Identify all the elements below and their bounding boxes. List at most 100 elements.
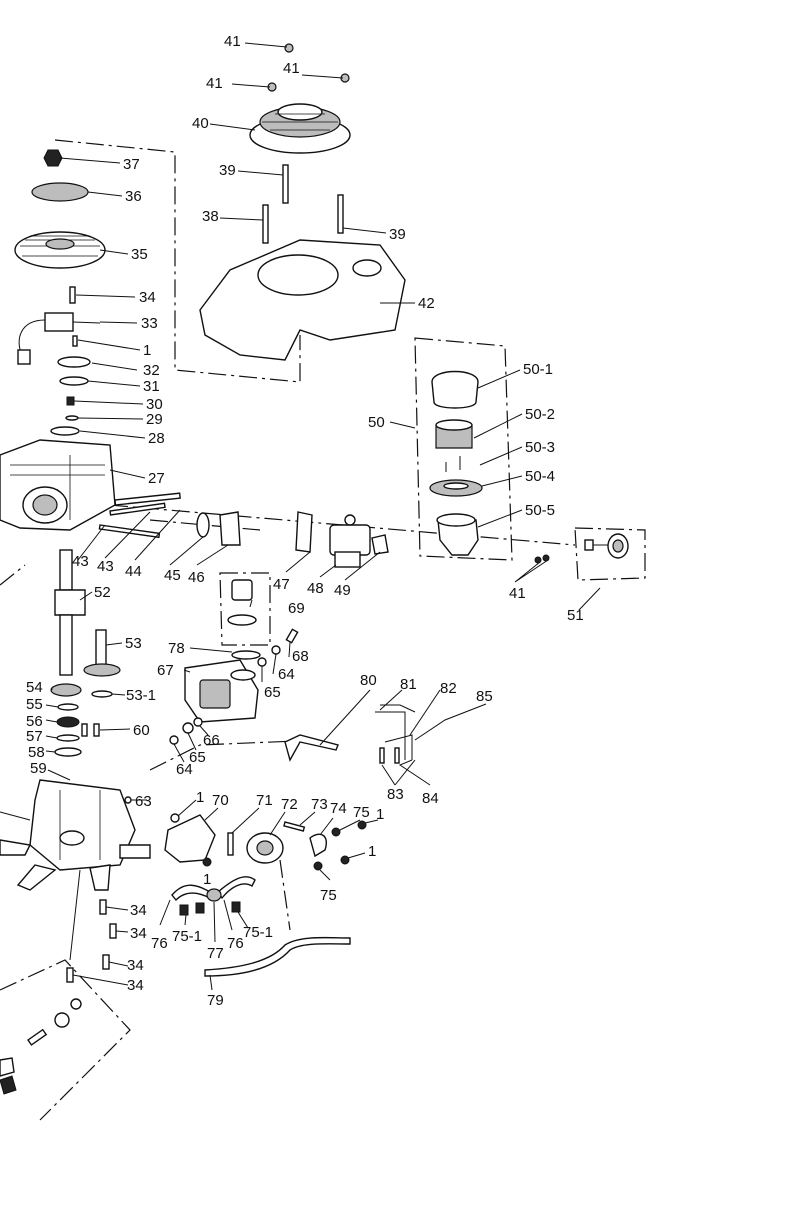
label-76: 76 bbox=[227, 935, 244, 952]
o-ring-29 bbox=[66, 416, 78, 420]
label-1: 1 bbox=[376, 806, 384, 823]
label-41: 41 bbox=[509, 585, 526, 602]
spring-bottom bbox=[0, 1058, 14, 1076]
bracket-70 bbox=[165, 815, 215, 862]
governor-plate-32 bbox=[58, 357, 90, 367]
label-49: 49 bbox=[334, 582, 351, 599]
label-1: 1 bbox=[143, 342, 151, 359]
label-48: 48 bbox=[307, 580, 324, 597]
label-33: 33 bbox=[141, 315, 158, 332]
washer-64-b bbox=[170, 736, 178, 744]
governor-lever-80 bbox=[285, 735, 338, 760]
label-67: 67 bbox=[157, 662, 174, 679]
spring-83 bbox=[380, 748, 384, 763]
nut-41-top bbox=[285, 44, 293, 52]
carburetor-48 bbox=[330, 515, 370, 567]
label-63: 63 bbox=[135, 793, 152, 810]
breather-51 bbox=[585, 534, 628, 558]
element-top-50-2 bbox=[436, 420, 472, 430]
label-42: 42 bbox=[418, 295, 435, 312]
label-55: 55 bbox=[26, 696, 43, 713]
label-40: 40 bbox=[192, 115, 209, 132]
label-68: 68 bbox=[292, 648, 309, 665]
leader-dash-79 bbox=[280, 860, 290, 930]
washer-53-1 bbox=[92, 691, 112, 697]
label-34: 34 bbox=[139, 289, 156, 306]
pin-bottom bbox=[28, 1030, 46, 1045]
pushrod-44 bbox=[115, 493, 180, 505]
label-50-5: 50-5 bbox=[525, 502, 555, 519]
cover-50-1 bbox=[432, 372, 478, 409]
label-50-4: 50-4 bbox=[525, 468, 555, 485]
dowel-60-b bbox=[94, 724, 99, 736]
spring-71 bbox=[228, 833, 233, 855]
label-58: 58 bbox=[28, 744, 45, 761]
label-64: 64 bbox=[278, 666, 295, 683]
leader-dash-left bbox=[0, 565, 25, 585]
label-41: 41 bbox=[224, 33, 241, 50]
label-50-2: 50-2 bbox=[525, 406, 555, 423]
label-1: 1 bbox=[203, 871, 211, 888]
label-77: 77 bbox=[207, 945, 224, 962]
recoil-starter-40 bbox=[250, 104, 350, 153]
label-53-1: 53-1 bbox=[126, 687, 156, 704]
label-51: 51 bbox=[567, 607, 584, 624]
label-29: 29 bbox=[146, 411, 163, 428]
label-1: 1 bbox=[368, 843, 376, 860]
clip-31 bbox=[60, 377, 88, 385]
label-82: 82 bbox=[440, 680, 457, 697]
washer-bottom-b bbox=[71, 999, 81, 1009]
label-34: 34 bbox=[130, 902, 147, 919]
label-47: 47 bbox=[273, 576, 290, 593]
label-45: 45 bbox=[164, 567, 181, 584]
blower-housing-42 bbox=[200, 240, 405, 360]
fuel-filter-77 bbox=[207, 889, 221, 901]
base-inner-50-4 bbox=[444, 483, 468, 489]
flywheel-35 bbox=[15, 232, 105, 268]
ignition-coil-33 bbox=[18, 313, 100, 364]
label-28: 28 bbox=[148, 430, 165, 447]
bolt-34-top bbox=[70, 287, 75, 303]
label-52: 52 bbox=[94, 584, 111, 601]
label-27: 27 bbox=[148, 470, 165, 487]
label-80: 80 bbox=[360, 672, 377, 689]
label-64: 64 bbox=[176, 761, 193, 778]
label-83: 83 bbox=[387, 786, 404, 803]
label-75-1: 75-1 bbox=[172, 928, 202, 945]
spring-30 bbox=[67, 397, 74, 405]
clamp-75-1-b bbox=[196, 903, 204, 913]
label-79: 79 bbox=[207, 992, 224, 1009]
fuel-tank-67 bbox=[185, 660, 258, 722]
label-85: 85 bbox=[476, 688, 493, 705]
bearing-54 bbox=[51, 684, 81, 696]
studs-50-3 bbox=[446, 456, 460, 472]
hose-74 bbox=[310, 834, 326, 856]
gear-bottom bbox=[0, 1076, 16, 1094]
label-59: 59 bbox=[30, 760, 47, 777]
spring-84 bbox=[395, 748, 399, 763]
washer-64-a bbox=[272, 646, 280, 654]
bolt-68 bbox=[286, 629, 297, 642]
label-84: 84 bbox=[422, 790, 439, 807]
group-outline-bottom bbox=[0, 960, 130, 1120]
insulator-46 bbox=[220, 512, 240, 545]
pushrod-43-a bbox=[99, 525, 159, 537]
starter-cup-36 bbox=[32, 183, 88, 201]
clip-1-d bbox=[341, 856, 349, 864]
label-75: 75 bbox=[353, 804, 370, 821]
rod-85 bbox=[380, 705, 415, 712]
label-75-1: 75-1 bbox=[243, 924, 273, 941]
label-35: 35 bbox=[131, 246, 148, 263]
screw-63 bbox=[125, 797, 131, 803]
case-top-50-5 bbox=[437, 514, 475, 526]
label-54: 54 bbox=[26, 679, 43, 696]
stud-38 bbox=[263, 205, 268, 243]
label-39: 39 bbox=[219, 162, 236, 179]
label-50-1: 50-1 bbox=[523, 361, 553, 378]
label-34: 34 bbox=[127, 977, 144, 994]
label-53: 53 bbox=[125, 635, 142, 652]
screw-1-top bbox=[73, 336, 77, 346]
fuel-pump-72 bbox=[247, 833, 283, 863]
seal-56 bbox=[57, 717, 79, 727]
